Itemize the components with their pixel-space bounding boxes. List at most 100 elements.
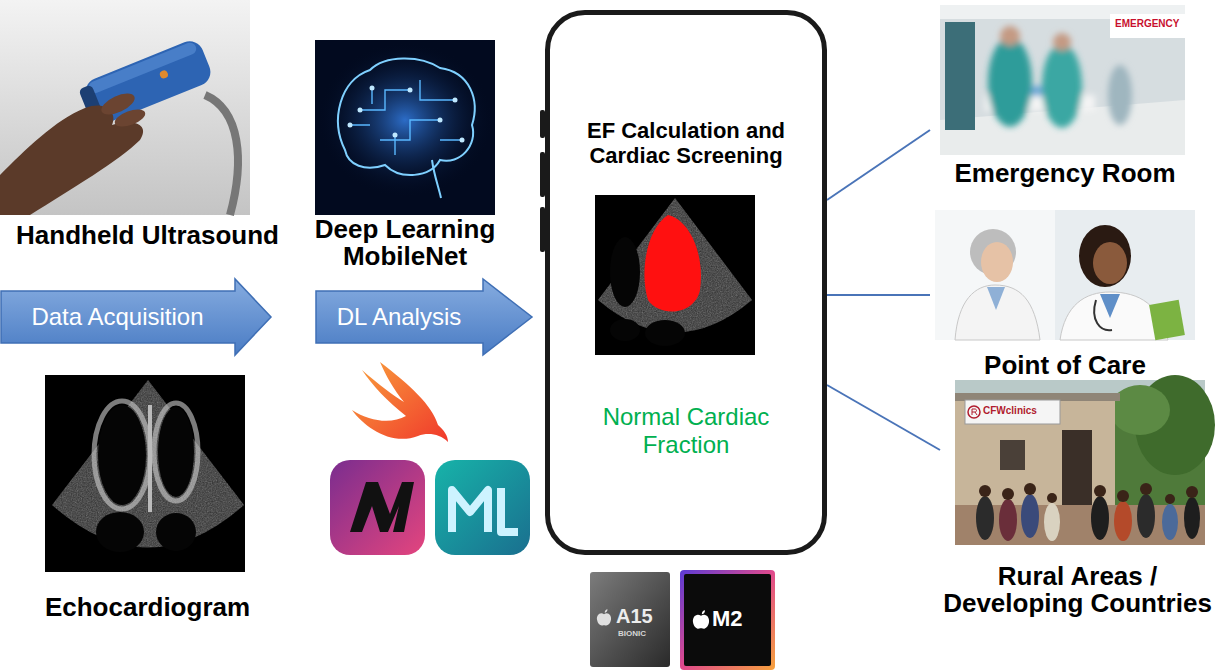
rural-clinic-photo <box>999 499 1017 541</box>
rural-clinic-photo <box>1110 385 1170 435</box>
point-of-care-photo <box>935 210 1055 340</box>
deep-learning-brain-image <box>348 123 353 128</box>
a15-chip <box>590 572 670 667</box>
caption-text: Deep Learning MobileNet <box>305 216 505 271</box>
ultrasound-photo <box>87 41 198 95</box>
rural-clinic-photo <box>1044 503 1060 541</box>
deep-learning-brain-image <box>438 118 443 123</box>
emergency-room-photo <box>940 5 1185 155</box>
point-of-care-photo <box>935 210 1195 340</box>
arrow-label: DL Analysis <box>337 303 462 331</box>
point-of-care-photo <box>1100 294 1120 318</box>
caption-text: Emergency Room <box>930 160 1200 187</box>
m2-chip <box>684 574 771 666</box>
deep-learning-brain-image <box>315 40 495 215</box>
rural-clinic-photo <box>1117 490 1129 502</box>
rural-clinic-photo <box>1184 497 1200 539</box>
rural-clinic-photo <box>1114 501 1132 541</box>
echocardiogram-image <box>45 375 245 572</box>
photo-caption: Handheld Ultrasound <box>0 0 295 249</box>
photo-caption: Rural Areas / Developing Countries <box>940 375 1215 618</box>
rural-clinic-photo <box>979 485 991 497</box>
ultrasound-photo <box>0 0 250 215</box>
process-arrow: Data Acquisition <box>0 278 272 356</box>
rural-clinic-photo <box>1000 440 1025 470</box>
echocardiogram-image <box>52 380 244 548</box>
rural-clinic-photo <box>1165 494 1175 504</box>
segmented-echo-image <box>610 319 640 341</box>
deep-learning-brain-image <box>453 98 458 103</box>
result-text: Normal Cardiac Fraction <box>566 403 806 458</box>
emergency-room-photo <box>1110 14 1185 38</box>
caption-text: Echocardiogram <box>0 594 295 621</box>
emergency-room-photo <box>1042 44 1082 128</box>
rural-clinic-photo <box>965 400 1060 424</box>
caption-text: Rural Areas / Developing Countries <box>940 563 1215 618</box>
rural-clinic-photo <box>976 496 994 540</box>
point-of-care-photo <box>1094 300 1112 330</box>
segmented-echo-image <box>598 198 752 333</box>
deep-learning-brain-image <box>408 88 413 93</box>
ultrasound-photo <box>113 106 148 130</box>
deep-learning-brain-image <box>460 138 465 143</box>
photo-caption: Deep Learning MobileNet <box>305 40 505 271</box>
arrow-shape <box>316 279 532 355</box>
rural-clinic-photo <box>1186 486 1198 498</box>
arrow-label-holder: Data Acquisition <box>0 291 235 343</box>
arrow-shape <box>1 279 271 355</box>
deep-learning-brain-image <box>393 133 398 138</box>
echocardiogram-image <box>154 403 198 501</box>
caption-text: Handheld Ultrasound <box>0 222 295 249</box>
segmented-echo-image <box>644 215 701 311</box>
deep-learning-brain-image <box>317 42 493 198</box>
rural-clinic-photo <box>1091 496 1109 540</box>
connector-line <box>827 294 930 296</box>
sign-text: EMERGENCY <box>1115 19 1179 29</box>
rural-clinic-photo <box>1137 494 1155 538</box>
rural-clinic-photo <box>1162 504 1178 540</box>
chip-badge: A15BIONIC <box>590 572 670 667</box>
echocardiogram-image <box>52 380 244 548</box>
sign-text: CFWclinics <box>983 406 1037 416</box>
rural-clinic-photo <box>1094 485 1106 497</box>
arrow-label: Data Acquisition <box>31 303 203 331</box>
phone-screen: EF Calculation and Cardiac ScreeningNorm… <box>545 10 827 555</box>
rural-clinic-photo <box>1002 488 1014 500</box>
createml-app-icon <box>501 488 518 532</box>
arrow-label-holder: DL Analysis <box>315 291 483 343</box>
echocardiogram-image <box>94 401 150 509</box>
rural-clinic-photo <box>968 406 980 418</box>
echocardiogram-image <box>158 407 194 497</box>
rural-clinic-photo <box>955 395 1115 515</box>
m2-chip <box>680 570 775 670</box>
rural-clinic-photo <box>1024 483 1036 495</box>
echocardiogram-image <box>98 405 146 505</box>
echocardiogram-image <box>156 513 196 551</box>
m2-chip <box>680 570 775 670</box>
photo-caption: Point of Care <box>930 208 1200 379</box>
rural-clinic-photo <box>1047 493 1057 503</box>
rural-clinic-photo <box>1021 494 1039 538</box>
swift-logo <box>352 362 448 442</box>
createml-app-icon <box>452 490 488 532</box>
deep-learning-brain-image <box>432 160 441 198</box>
deep-learning-brain-image <box>315 40 495 215</box>
point-of-care-photo <box>1079 225 1131 287</box>
emergency-room-photo <box>1108 65 1132 125</box>
ultrasound-photo <box>205 95 238 215</box>
emergency-room-photo <box>1053 33 1071 51</box>
emergency-room-photo <box>945 22 975 130</box>
screen-title: EF Calculation and Cardiac Screening <box>566 118 806 169</box>
point-of-care-photo <box>1093 242 1127 284</box>
deep-learning-brain-image <box>370 86 375 91</box>
chip-subname: BIONIC <box>618 630 646 638</box>
point-of-care-photo <box>1149 300 1185 341</box>
deep-learning-brain-image <box>350 80 462 155</box>
connector-line <box>827 130 930 200</box>
deep-learning-brain-image <box>338 58 475 175</box>
createml-app-icon <box>435 460 530 555</box>
caption-text: Point of Care <box>930 352 1200 379</box>
emergency-room-photo <box>1000 26 1020 46</box>
metal-app-icon <box>350 482 414 532</box>
